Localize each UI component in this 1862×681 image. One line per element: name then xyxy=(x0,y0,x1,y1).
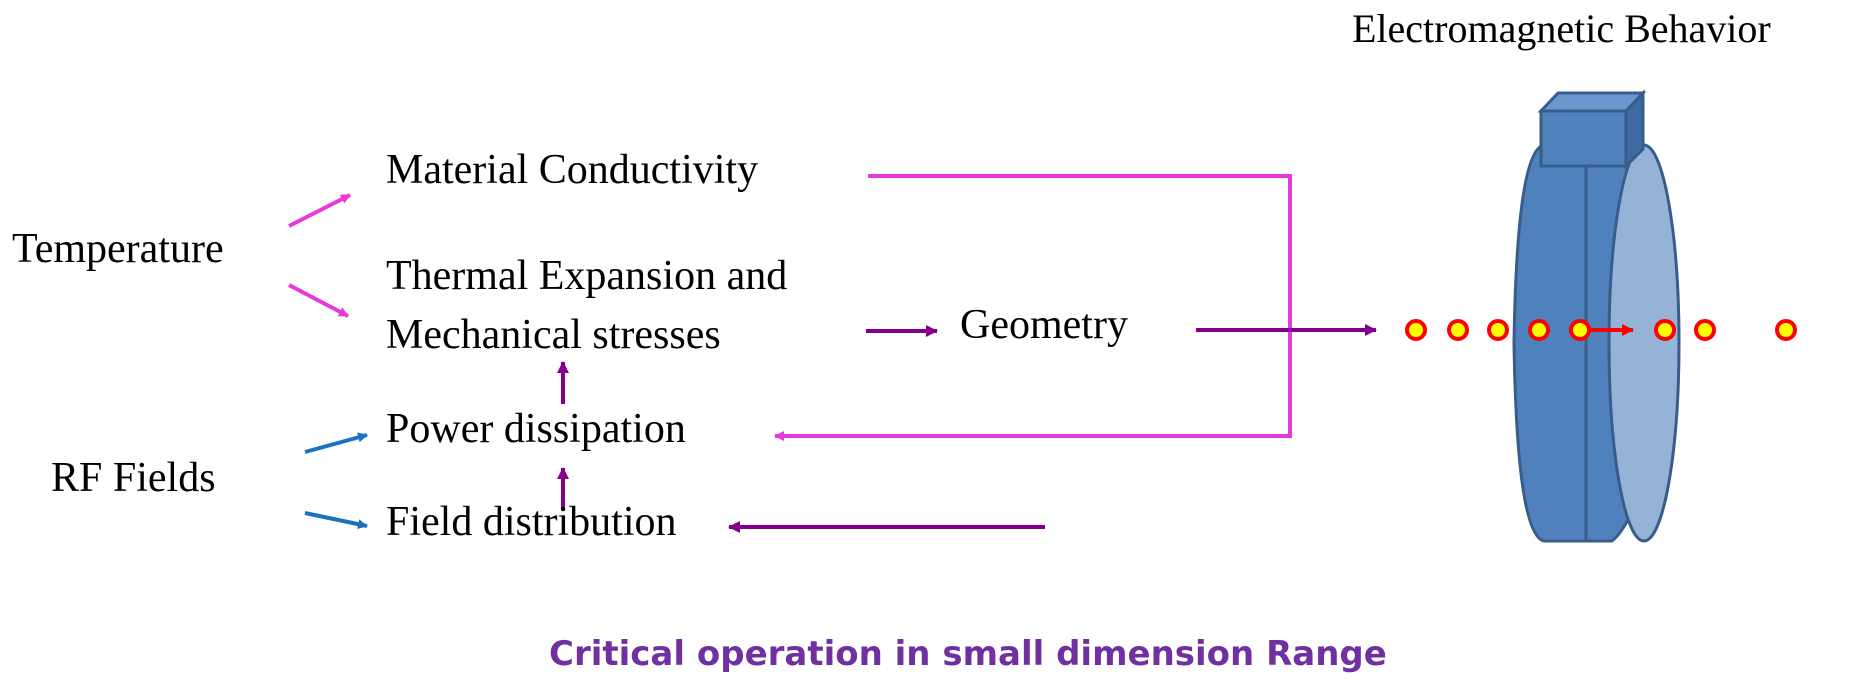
particle-dot-icon xyxy=(1775,319,1797,341)
effect-thermal-expansion-line1: Thermal Expansion and xyxy=(386,253,788,299)
effect-geometry: Geometry xyxy=(960,302,1128,348)
arrow-rf-to-power xyxy=(304,432,368,454)
particle-beam xyxy=(1405,319,1797,341)
particle-dot-icon xyxy=(1528,319,1550,341)
connector-conductivity-to-power xyxy=(774,174,1292,441)
arrow-rf-to-field xyxy=(304,511,368,530)
input-rf-fields: RF Fields xyxy=(51,455,216,501)
effect-field-distribution: Field distribution xyxy=(386,499,677,545)
footer-caption: Critical operation in small dimension Ra… xyxy=(549,634,1387,674)
coupler-box xyxy=(1537,89,1647,170)
effect-thermal-expansion-line2: Mechanical stresses xyxy=(386,312,721,358)
particle-dot-icon xyxy=(1447,319,1469,341)
diagram-title: Electromagnetic Behavior xyxy=(1352,6,1771,51)
particle-dot-icon xyxy=(1654,319,1676,341)
particle-dot-icon xyxy=(1694,319,1716,341)
particle-dot-icon xyxy=(1569,319,1591,341)
arrow-temperature-to-expansion xyxy=(288,283,349,318)
rf-cavity-icon xyxy=(1512,89,1681,543)
arrow-temperature-to-conductivity xyxy=(288,193,351,228)
effect-power-dissipation: Power dissipation xyxy=(386,406,686,452)
effect-material-conductivity: Material Conductivity xyxy=(386,147,759,193)
particle-dot-icon xyxy=(1487,319,1509,341)
particle-dot-icon xyxy=(1405,319,1427,341)
input-temperature: Temperature xyxy=(12,226,224,272)
